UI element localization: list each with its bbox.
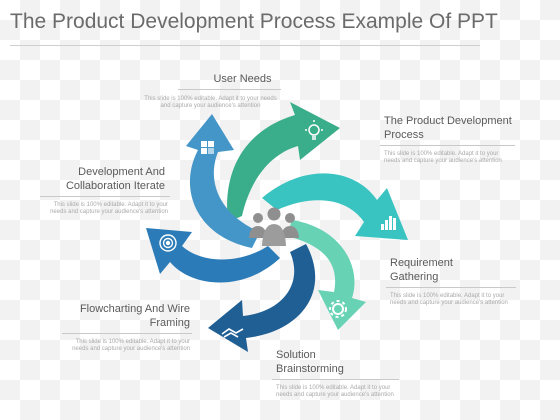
step-rule-flowcharting bbox=[62, 333, 192, 334]
arrow-flowcharting bbox=[146, 228, 280, 283]
step-desc-user-needs: This slide is 100% editable. Adapt it to… bbox=[144, 96, 277, 109]
step-rule-development-collaboration bbox=[40, 196, 170, 197]
step-label-solution-brainstorming: Solution Brainstorming bbox=[276, 349, 344, 375]
step-desc-flowcharting: This slide is 100% editable. Adapt it to… bbox=[72, 339, 190, 352]
step-desc-product-development: This slide is 100% editable. Adapt it to… bbox=[384, 151, 502, 164]
handshake-icon bbox=[221, 328, 244, 338]
step-label-development-collaboration: Development And Collaboration Iterate bbox=[65, 166, 165, 192]
target-icon bbox=[159, 234, 177, 252]
bar-chart-icon bbox=[381, 216, 396, 230]
step-desc-development-collaboration: This slide is 100% editable. Adapt it to… bbox=[50, 202, 168, 215]
step-rule-solution-brainstorming bbox=[272, 379, 399, 380]
step-rule-user-needs bbox=[178, 89, 281, 90]
lightbulb-icon bbox=[305, 120, 323, 140]
arrow-user-needs bbox=[227, 102, 340, 222]
puzzle-icon bbox=[201, 141, 214, 154]
step-rule-requirement-gathering bbox=[386, 287, 516, 288]
step-label-requirement-gathering: Requirement Gathering bbox=[390, 257, 453, 283]
arrow-product-development bbox=[262, 173, 408, 240]
arrow-requirement-gathering bbox=[287, 220, 366, 330]
arrow-solution-brainstorming bbox=[208, 244, 316, 352]
step-desc-requirement-gathering: This slide is 100% editable. Adapt it to… bbox=[390, 293, 508, 306]
arrow-development-collaboration bbox=[186, 114, 260, 248]
step-label-product-development: The Product Development Process bbox=[384, 115, 512, 141]
step-rule-product-development bbox=[380, 145, 515, 146]
slide-title: The Product Development Process Example … bbox=[10, 10, 498, 33]
step-label-user-needs: User Needs bbox=[213, 73, 272, 85]
gear-icon bbox=[329, 300, 347, 318]
step-label-flowcharting: Flowcharting And Wire Framing bbox=[79, 303, 190, 329]
people-group-icon bbox=[249, 207, 299, 246]
step-desc-solution-brainstorming: This slide is 100% editable. Adapt it to… bbox=[276, 385, 394, 398]
title-divider bbox=[10, 45, 480, 46]
